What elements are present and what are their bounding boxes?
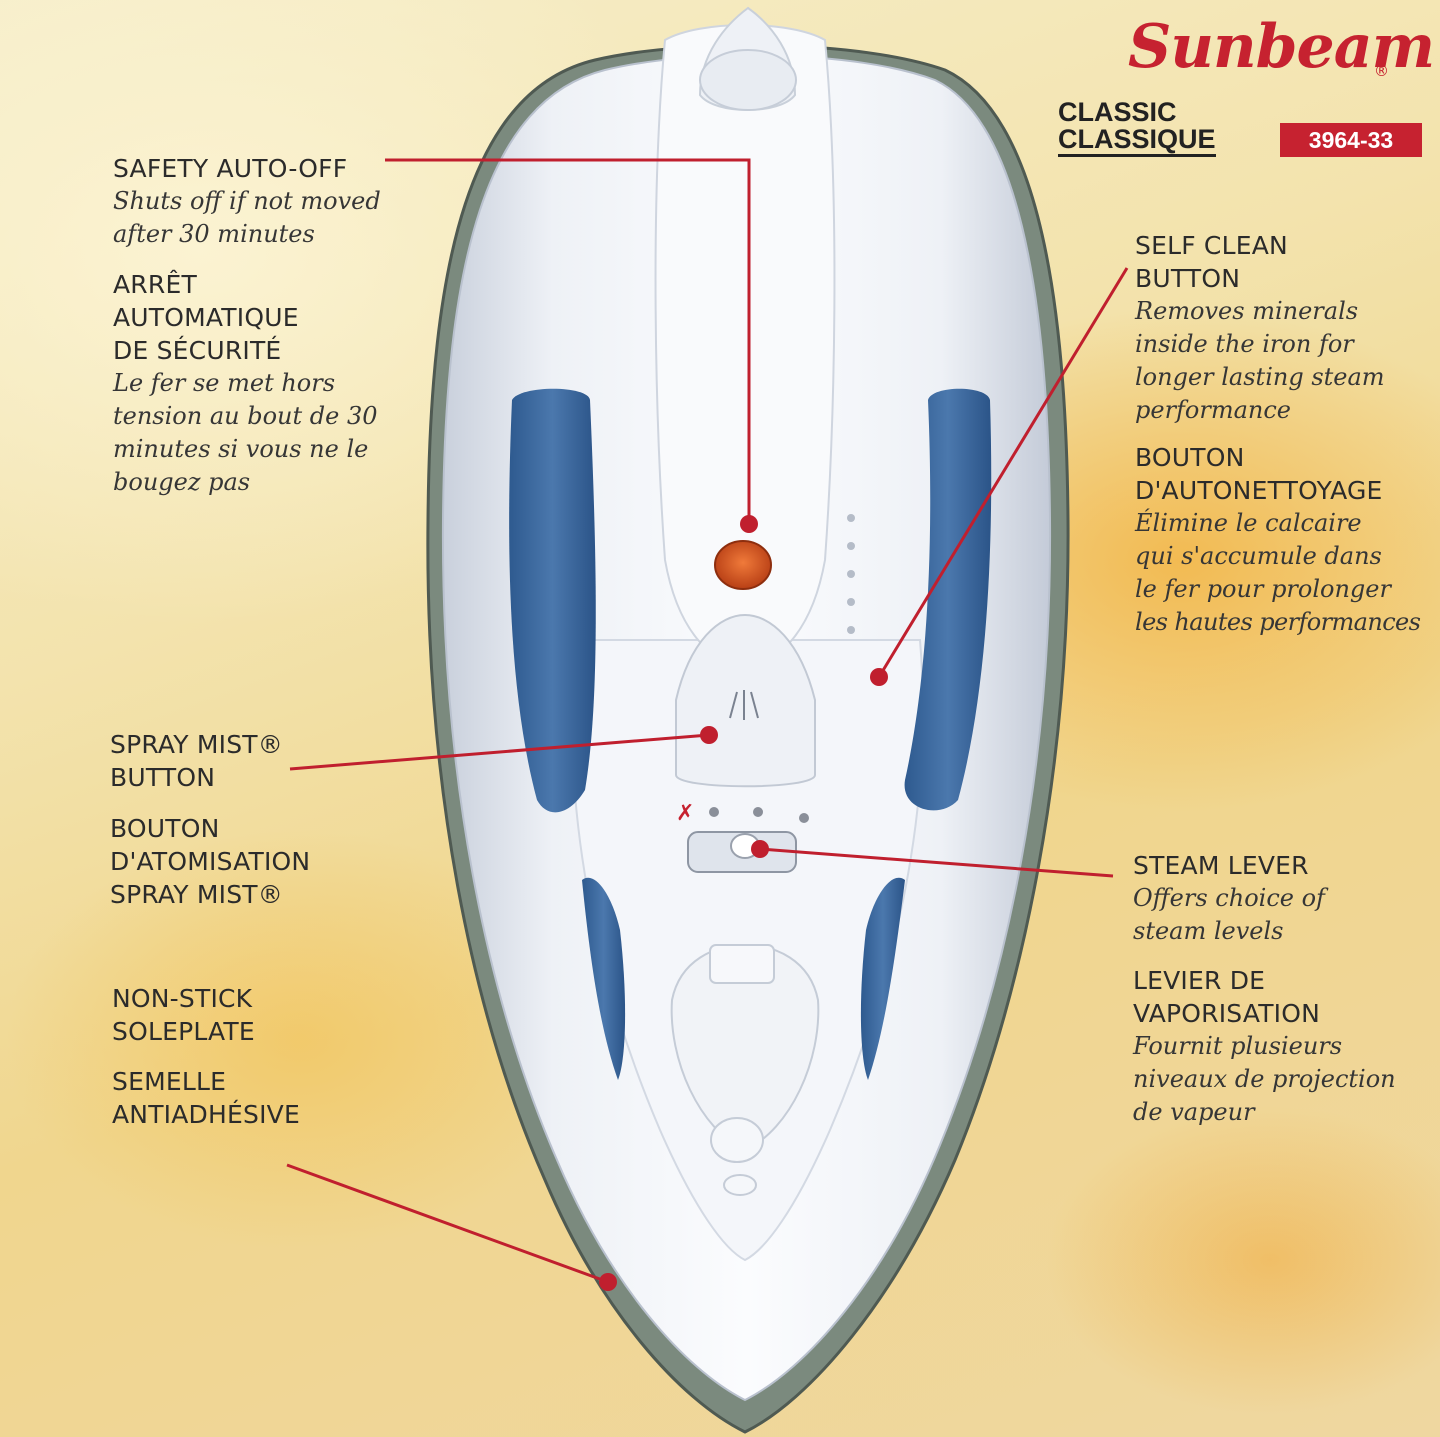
- leader-self-clean: [877, 267, 1129, 678]
- callout-title-fr: VAPORISATION: [1133, 999, 1321, 1028]
- callout-desc-fr: Le fer se met hors: [113, 369, 336, 397]
- callout-self-clean: SELF CLEAN BUTTON Removes minerals insid…: [1135, 229, 1421, 639]
- callout-desc: performance: [1135, 396, 1292, 424]
- callout-title-fr: LEVIER DE: [1133, 966, 1266, 995]
- callout-title: SPRAY MIST®: [110, 730, 283, 759]
- callout-desc-fr: de vapeur: [1133, 1098, 1255, 1126]
- callout-desc-fr: le fer pour prolonger: [1135, 575, 1391, 603]
- callout-desc-fr: les hautes performances: [1135, 608, 1421, 636]
- callout-title-fr: BOUTON: [110, 814, 220, 843]
- callout-title-fr: SEMELLE: [112, 1067, 227, 1096]
- leader-steam: [759, 847, 1114, 878]
- callout-title-fr: ARRÊT: [113, 270, 197, 299]
- callout-desc-fr: Fournit plusieurs: [1133, 1032, 1343, 1060]
- right-grip: [904, 388, 992, 811]
- callout-title: NON-STICK: [112, 984, 253, 1013]
- callout-title-fr: SPRAY MIST®: [110, 880, 283, 909]
- iron-handle: [654, 24, 836, 666]
- callout-safety-auto-off: SAFETY AUTO-OFF Shuts off if not moved a…: [113, 152, 381, 499]
- callout-soleplate: NON-STICK SOLEPLATE SEMELLE ANTIADHÉSIVE: [112, 982, 300, 1131]
- model-line-fr: CLASSIQUE: [1058, 125, 1216, 157]
- callout-desc-fr: niveaux de projection: [1133, 1065, 1396, 1093]
- callout-steam-lever: STEAM LEVER Offers choice of steam level…: [1133, 849, 1396, 1129]
- callout-title-fr: DE SÉCURITÉ: [113, 336, 282, 365]
- callout-title-fr: AUTOMATIQUE: [113, 303, 299, 332]
- callout-desc: Shuts off if not moved: [113, 187, 381, 215]
- callout-title: BUTTON: [110, 763, 216, 792]
- svg-text:✗: ✗: [676, 801, 694, 826]
- callout-desc: inside the iron for: [1135, 330, 1354, 358]
- callout-title-fr: ANTIADHÉSIVE: [112, 1100, 300, 1129]
- callout-desc: after 30 minutes: [113, 220, 315, 248]
- leader-spray: [289, 733, 710, 771]
- callout-title: SAFETY AUTO-OFF: [113, 154, 348, 183]
- callout-desc: steam levels: [1133, 917, 1284, 945]
- callout-desc: longer lasting steam: [1135, 363, 1385, 391]
- callout-desc-fr: bougez pas: [113, 468, 251, 496]
- callout-desc: Offers choice of: [1133, 884, 1325, 912]
- callout-spray-mist: SPRAY MIST® BUTTON BOUTON D'ATOMISATION …: [110, 728, 310, 911]
- leader-soleplate: [286, 1163, 609, 1284]
- callout-desc-fr: tension au bout de 30: [113, 402, 378, 430]
- callout-desc-fr: qui s'accumule dans: [1135, 542, 1382, 570]
- leader-safety: [385, 158, 751, 524]
- callout-title: STEAM LEVER: [1133, 851, 1309, 880]
- brand-logo: Sunbeam: [1128, 12, 1435, 82]
- auto-off-lamp: [714, 540, 772, 590]
- left-grip: [509, 388, 596, 813]
- callout-title: SOLEPLATE: [112, 1017, 255, 1046]
- callout-desc: Removes minerals: [1135, 297, 1359, 325]
- brand-registered-mark: ®: [1374, 62, 1389, 80]
- callout-title-fr: BOUTON: [1135, 443, 1245, 472]
- callout-title-fr: D'ATOMISATION: [110, 847, 311, 876]
- callout-title-fr: D'AUTONETTOYAGE: [1135, 476, 1383, 505]
- callout-title: SELF CLEAN: [1135, 231, 1288, 260]
- callout-desc-fr: Élimine le calcaire: [1135, 509, 1362, 537]
- callout-title: BUTTON: [1135, 264, 1241, 293]
- model-line-en: CLASSIC: [1058, 97, 1177, 127]
- model-number-badge: 3964-33: [1280, 123, 1422, 157]
- callout-desc-fr: minutes si vous ne le: [113, 435, 369, 463]
